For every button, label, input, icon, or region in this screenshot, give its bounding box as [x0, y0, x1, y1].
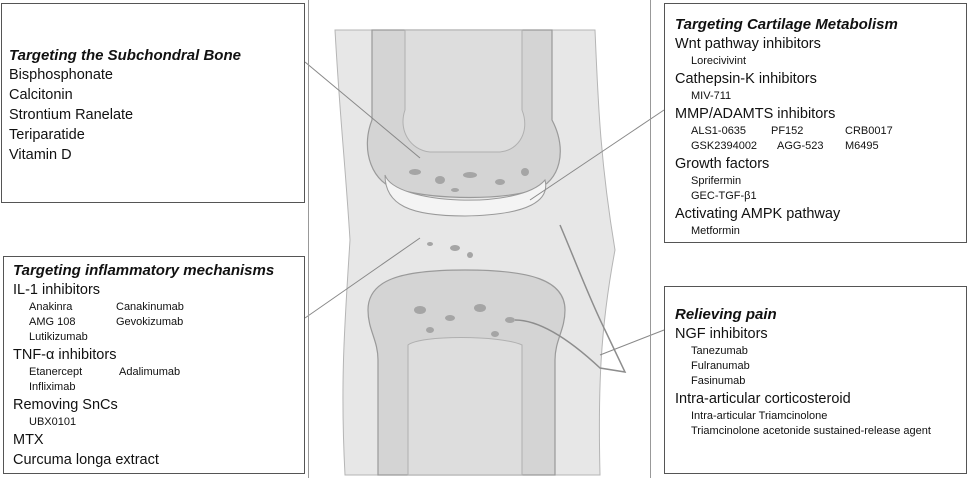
drug-gsk2394002: GSK2394002 — [691, 140, 758, 152]
il1-row-2: AMG 108 Gevokizumab — [13, 315, 304, 330]
cartilage-title: Targeting Cartilage Metabolism — [675, 16, 898, 33]
drug-infliximab: Infliximab — [29, 381, 76, 393]
inflammation-box: Targeting inflammatory mechanisms IL-1 i… — [3, 256, 305, 474]
bone-item-bisphosphonate: Bisphosphonate — [9, 67, 113, 83]
drug-agg-523: AGG-523 — [777, 140, 824, 152]
bone-texture — [409, 168, 529, 337]
drug-anakinra: Anakinra — [29, 301, 73, 313]
drug-miv-711: MIV-711 — [691, 90, 732, 102]
drug-gevokizumab: Gevokizumab — [116, 316, 184, 328]
inflammation-title: Targeting inflammatory mechanisms — [13, 262, 275, 279]
bone-item-teriparatide: Teriparatide — [9, 127, 85, 143]
il1-heading: IL-1 inhibitors — [13, 282, 101, 298]
subchondral-bone-box: Targeting the Subchondral Bone Bisphosph… — [1, 3, 305, 203]
mtx-item: MTX — [13, 432, 44, 448]
drug-lutikizumab: Lutikizumab — [29, 331, 88, 343]
subchondral-bone-title: Targeting the Subchondral Bone — [9, 47, 241, 64]
drug-canakinumab: Canakinumab — [116, 301, 184, 313]
ampk-heading: Activating AMPK pathway — [675, 206, 841, 222]
curcuma-item: Curcuma longa extract — [13, 452, 159, 468]
mmp-heading: MMP/ADAMTS inhibitors — [675, 106, 836, 122]
tnf-heading: TNF-α inhibitors — [13, 347, 117, 363]
drug-gec-tgf-b1: GEC-TGF-β1 — [691, 190, 757, 202]
cathepsin-heading: Cathepsin-K inhibitors — [675, 71, 817, 87]
steroid-heading: Intra-articular corticosteroid — [675, 391, 851, 407]
pointer-lines — [304, 61, 665, 356]
pain-box: Relieving pain NGF inhibitors Tanezumab … — [664, 286, 967, 474]
drug-triamcinolone: Intra-articular Triamcinolone — [691, 410, 828, 422]
sncs-heading: Removing SnCs — [13, 397, 118, 413]
bone-item-calcitonin: Calcitonin — [9, 87, 73, 103]
upper-shaft — [402, 29, 526, 153]
bone-item-strontium-ranelate: Strontium Ranelate — [9, 107, 134, 123]
drug-etanercept: Etanercept — [29, 366, 83, 378]
lower-shaft — [407, 337, 523, 476]
drug-ubx0101: UBX0101 — [29, 416, 77, 428]
upper-cartilage — [384, 174, 547, 217]
drug-adalimumab: Adalimumab — [119, 366, 181, 378]
wnt-heading: Wnt pathway inhibitors — [675, 36, 821, 52]
drug-crb0017: CRB0017 — [845, 125, 893, 137]
growth-heading: Growth factors — [675, 156, 770, 172]
drug-fasinumab: Fasinumab — [691, 375, 746, 387]
il1-row-1: Anakinra Canakinumab — [13, 300, 304, 315]
bone-item-vitamin-d: Vitamin D — [9, 147, 72, 163]
drug-amg-108: AMG 108 — [29, 316, 76, 328]
nerve — [514, 224, 627, 373]
tnf-row-1: Etanercept Adalimumab — [13, 365, 304, 380]
divider-line-left — [308, 0, 309, 478]
ngf-heading: NGF inhibitors — [675, 326, 768, 342]
drug-triamcinolone-sr: Triamcinolone acetonide sustained-releas… — [691, 425, 931, 437]
drug-als1-0635: ALS1-0635 — [691, 125, 747, 137]
drug-sprifermin: Sprifermin — [691, 175, 742, 187]
mmp-row-1: ALS1-0635 PF152 CRB0017 — [675, 124, 966, 139]
divider-line-right — [650, 0, 651, 478]
drug-fulranumab: Fulranumab — [691, 360, 750, 372]
drug-m6495: M6495 — [845, 140, 879, 152]
cartilage-box: Targeting Cartilage Metabolism Wnt pathw… — [664, 3, 967, 243]
mmp-row-2: GSK2394002 AGG-523 M6495 — [675, 139, 966, 154]
drug-metformin: Metformin — [691, 225, 740, 237]
drug-tanezumab: Tanezumab — [691, 345, 748, 357]
pain-title: Relieving pain — [675, 306, 777, 323]
drug-pf152: PF152 — [771, 125, 804, 137]
drug-lorecivivint: Lorecivivint — [691, 55, 747, 67]
